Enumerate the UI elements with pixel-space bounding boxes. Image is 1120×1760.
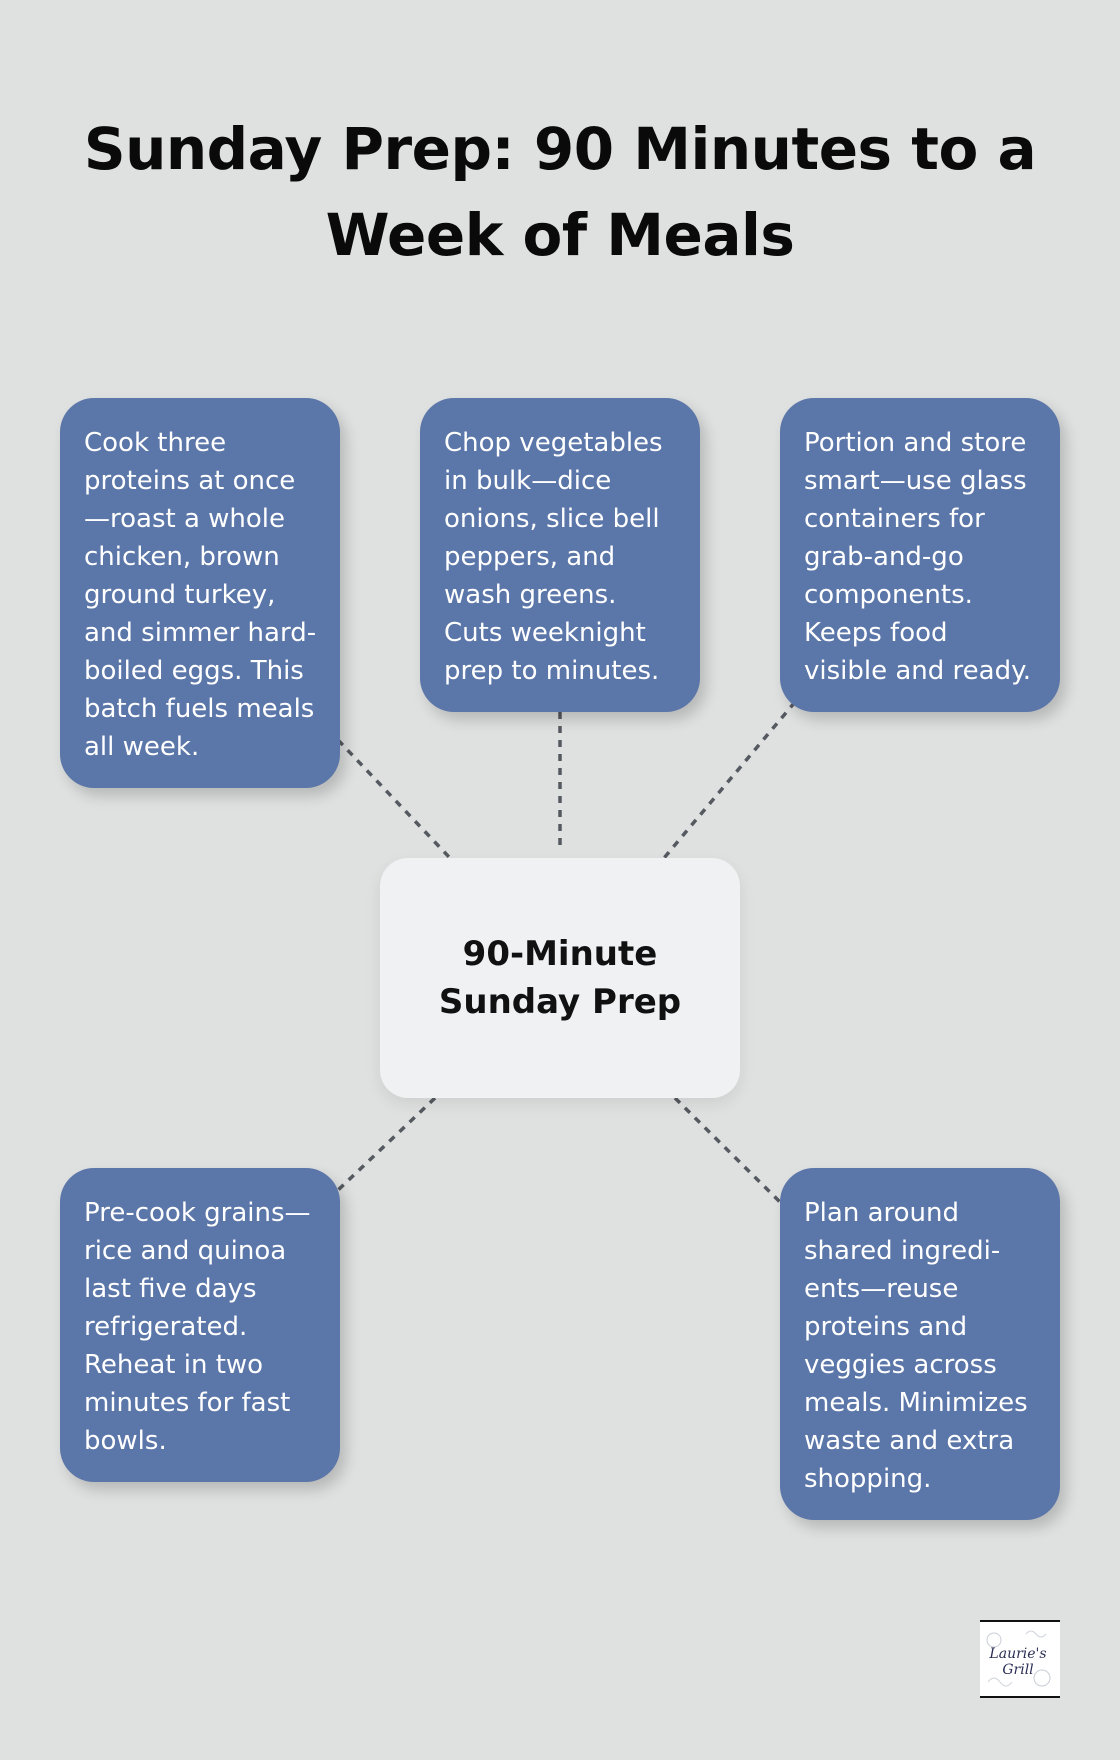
step-card-chop-vegetables: Chop vegetables in bulk—dice onions, sli… — [420, 398, 700, 712]
step-card-text: Portion and store smart—use glass contai… — [804, 428, 1032, 686]
step-card-shared-ingredients: Plan around shared ingredi-ents—reuse pr… — [780, 1168, 1060, 1520]
logo-mark: Laurie's Grill — [986, 1630, 1051, 1687]
connector-line-top-right — [662, 700, 797, 860]
central-hub: 90-Minute Sunday Prep — [380, 858, 740, 1098]
connector-line-bottom-right — [673, 1096, 782, 1204]
step-card-text: Chop vegetables in bulk—dice onions, sli… — [444, 428, 663, 686]
svg-text:Grill: Grill — [1002, 1662, 1033, 1678]
connector-line-top-left — [336, 738, 452, 860]
svg-text:Laurie's: Laurie's — [988, 1646, 1046, 1662]
central-hub-label: 90-Minute Sunday Prep — [438, 934, 682, 1022]
step-card-cook-proteins: Cook three proteins at once—roast a whol… — [60, 398, 340, 788]
page-title: Sunday Prep: 90 Minutes to a Week of Mea… — [83, 115, 1037, 269]
step-card-portion-store: Portion and store smart—use glass contai… — [780, 398, 1060, 712]
brand-logo: Laurie's Grill — [980, 1620, 1060, 1698]
step-card-pre-cook-grains: Pre-cook grains—rice and quinoa last fiv… — [60, 1168, 340, 1482]
step-card-text: Pre-cook grains—rice and quinoa last fiv… — [84, 1198, 311, 1456]
connector-line-bottom-left — [334, 1096, 437, 1194]
step-card-text: Plan around shared ingredi-ents—reuse pr… — [804, 1198, 1028, 1494]
step-card-text: Cook three proteins at once—roast a whol… — [84, 428, 317, 762]
